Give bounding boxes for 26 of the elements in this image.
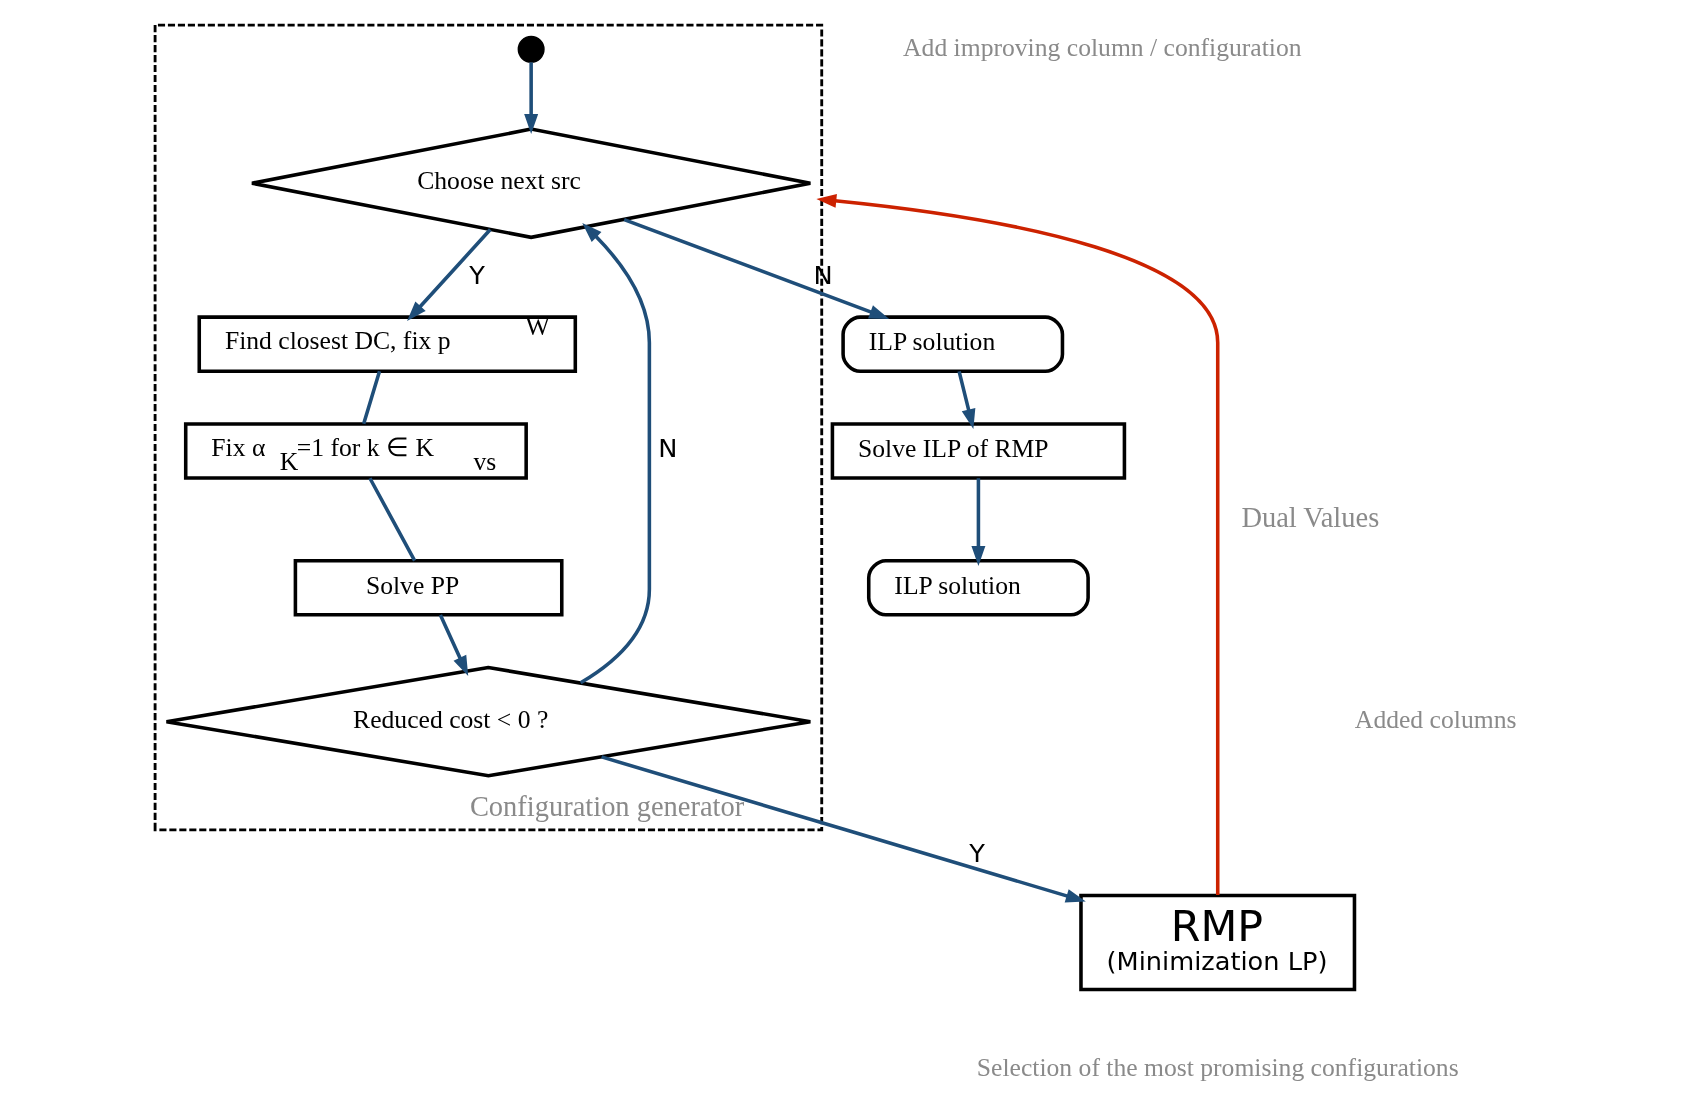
arrow	[579, 223, 651, 685]
node-box: RMP (Minimization LP)	[1078, 893, 1356, 992]
arrow	[600, 755, 1086, 903]
node-circle	[517, 35, 545, 63]
node-diamond: Choose next src	[249, 127, 812, 240]
arrow	[438, 614, 468, 676]
edge-label: N	[657, 433, 677, 464]
edge-label: Y	[468, 259, 485, 290]
connector	[361, 370, 381, 425]
arrow	[623, 217, 889, 319]
arrow	[523, 62, 538, 134]
label: Added columns	[1354, 704, 1516, 734]
node-box: Solve ILP of RMP	[830, 422, 1126, 480]
edge-label: Y	[968, 837, 985, 868]
arrow	[815, 193, 1219, 896]
connector	[367, 477, 416, 562]
node-box: ILP solution	[840, 315, 1064, 374]
arrow	[956, 370, 975, 430]
arrow	[970, 478, 985, 566]
node-box: Solve PP	[293, 558, 564, 617]
node-diamond: Reduced cost < 0 ?	[164, 665, 812, 778]
node-label: Selection of the most promising configurations	[976, 1052, 1459, 1082]
label: Add improving column / configuration	[902, 32, 1302, 62]
edge-label: Dual Values	[1240, 501, 1379, 533]
node-box: ILP solution	[866, 558, 1090, 617]
arrow	[406, 228, 492, 321]
